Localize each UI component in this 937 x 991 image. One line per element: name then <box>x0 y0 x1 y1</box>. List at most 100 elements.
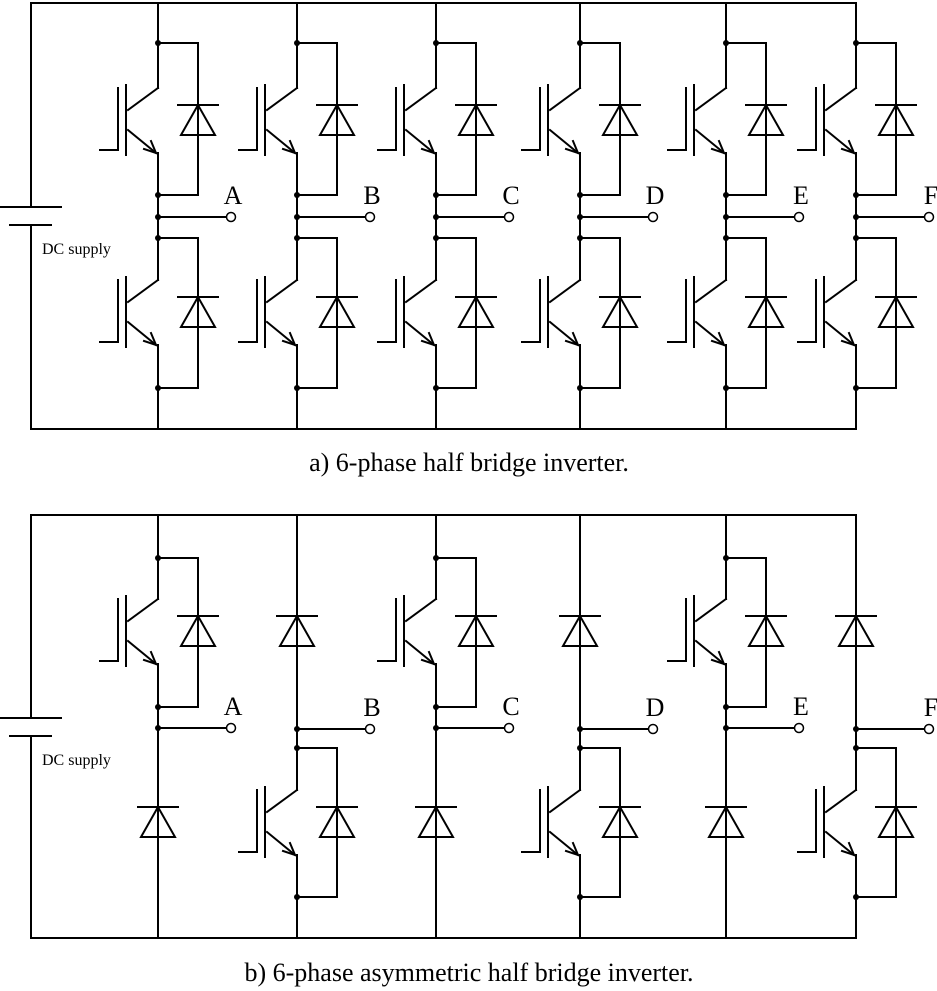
igbt-collector <box>404 597 438 623</box>
igbt-emitter-arrow <box>840 841 856 857</box>
output-terminal <box>225 722 237 734</box>
junction-dot <box>577 745 583 751</box>
wire <box>855 237 897 389</box>
igbt-symbol <box>377 84 438 156</box>
igbt-emitter <box>265 320 297 347</box>
junction-dot <box>853 385 859 391</box>
igbt-gate <box>667 279 687 343</box>
junction-dot <box>433 235 439 241</box>
diode-symbol <box>316 294 358 328</box>
inverter-leg-b: B <box>238 514 381 939</box>
diode-triangle <box>601 294 639 328</box>
igbt-symbol <box>521 276 582 348</box>
diode-symbol <box>415 804 457 838</box>
diode-symbol <box>455 613 497 647</box>
output-terminal <box>503 722 515 734</box>
igbt-emitter <box>548 320 580 347</box>
diode-triangle <box>747 613 785 647</box>
igbt-gate <box>377 279 397 343</box>
junction-dot <box>577 385 583 391</box>
output-terminal <box>503 211 515 223</box>
igbt-emitter-arrow <box>142 650 158 666</box>
diode-symbol <box>316 804 358 838</box>
figure-caption: b) 6-phase asymmetric half bridge invert… <box>244 958 693 987</box>
igbt-collector <box>694 278 728 304</box>
diode-symbol <box>875 294 917 328</box>
igbt-emitter <box>265 830 297 857</box>
igbt-gate <box>238 87 258 151</box>
junction-dot <box>723 40 729 46</box>
igbt-gate <box>521 279 541 343</box>
inverter-leg-c: C <box>377 514 520 939</box>
wire <box>855 42 897 196</box>
diode-triangle <box>139 804 177 838</box>
igbt-gate <box>521 789 541 853</box>
output-terminal <box>225 211 237 223</box>
igbt-symbol <box>521 786 582 858</box>
igbt-symbol <box>521 84 582 156</box>
dc-supply-label: DC supply <box>42 241 111 258</box>
diode-triangle <box>318 102 356 136</box>
phase-label: F <box>924 181 937 210</box>
igbt-emitter <box>126 320 158 347</box>
igbt-emitter-arrow <box>564 139 580 155</box>
igbt-gate <box>521 87 541 151</box>
wire <box>296 42 338 196</box>
igbt-collector <box>126 597 160 623</box>
output-terminal <box>364 211 376 223</box>
diode-triangle <box>747 294 785 328</box>
igbt-symbol <box>797 276 858 348</box>
igbt-gate <box>797 87 817 151</box>
wire <box>579 42 621 196</box>
diode-symbol <box>455 294 497 328</box>
inverter-leg-b: B <box>238 2 381 430</box>
diode-symbol <box>599 294 641 328</box>
igbt-symbol <box>797 786 858 858</box>
junction-dot <box>294 385 300 391</box>
wire <box>725 237 767 389</box>
junction-dot <box>155 235 161 241</box>
junction-dot <box>155 555 161 561</box>
diode-symbol <box>599 102 641 136</box>
igbt-emitter <box>126 639 158 666</box>
diode-triangle <box>877 804 915 838</box>
diode-symbol <box>177 613 219 647</box>
igbt-collector <box>548 788 582 814</box>
phase-label: E <box>793 181 809 210</box>
junction-dot <box>433 385 439 391</box>
igbt-emitter-arrow <box>281 331 297 347</box>
igbt-symbol <box>238 276 299 348</box>
diode-symbol <box>745 294 787 328</box>
wire <box>435 237 477 389</box>
diode-symbol <box>835 613 877 647</box>
junction-dot <box>155 704 161 710</box>
igbt-collector <box>265 788 299 814</box>
inverter-leg-e: E <box>667 2 809 430</box>
igbt-gate <box>238 279 258 343</box>
inverter-leg-a: A <box>99 2 243 430</box>
igbt-collector <box>404 86 438 112</box>
output-terminal <box>793 722 805 734</box>
phase-label: A <box>224 692 243 721</box>
igbt-emitter-arrow <box>281 841 297 857</box>
igbt-symbol <box>797 84 858 156</box>
inverter-leg-d: D <box>521 514 664 939</box>
diode-triangle <box>457 294 495 328</box>
junction-dot <box>294 40 300 46</box>
igbt-gate <box>667 598 687 662</box>
igbt-emitter-arrow <box>142 139 158 155</box>
igbt-collector <box>265 86 299 112</box>
igbt-emitter-arrow <box>840 331 856 347</box>
output-terminal <box>647 723 659 735</box>
inverter-leg-f: F <box>797 2 937 430</box>
igbt-emitter-arrow <box>281 139 297 155</box>
igbt-symbol <box>238 84 299 156</box>
junction-dot <box>853 745 859 751</box>
igbt-emitter <box>694 128 726 155</box>
junction-dot <box>433 704 439 710</box>
igbt-gate <box>99 598 119 662</box>
igbt-gate <box>377 87 397 151</box>
igbt-collector <box>824 278 858 304</box>
